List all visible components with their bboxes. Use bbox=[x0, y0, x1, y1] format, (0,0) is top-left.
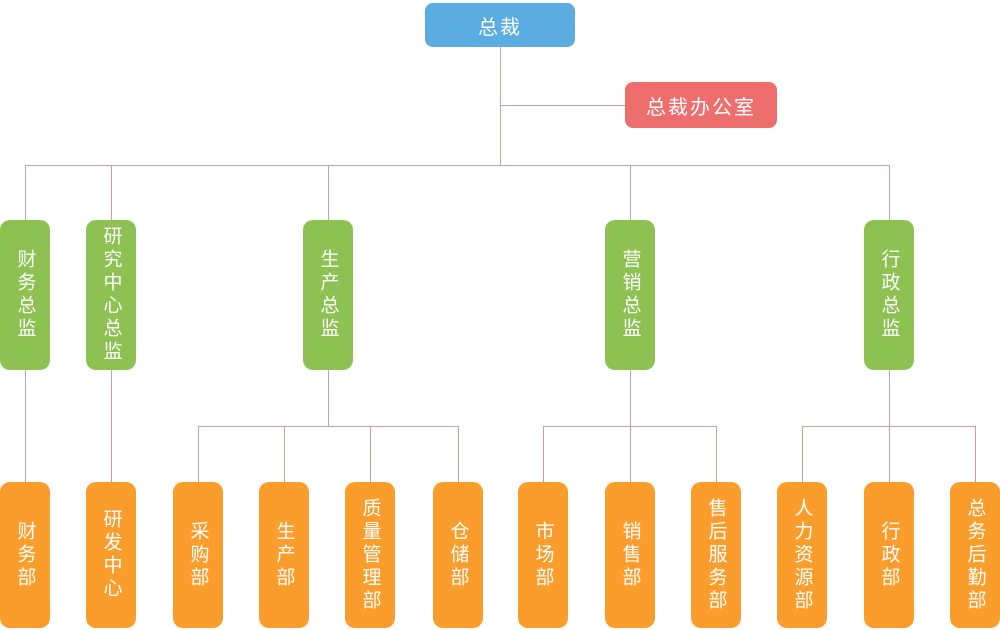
connector-line bbox=[25, 370, 26, 482]
node-department-label: 行政部 bbox=[878, 520, 900, 590]
connector-line bbox=[630, 370, 631, 426]
connector-line bbox=[111, 370, 112, 482]
node-department-label: 生产部 bbox=[273, 520, 295, 590]
node-department: 市场部 bbox=[518, 482, 568, 628]
node-department-label: 采购部 bbox=[187, 520, 209, 590]
connector-line bbox=[889, 165, 890, 220]
connector-line bbox=[889, 426, 890, 482]
node-department: 总务后勤部 bbox=[950, 482, 1000, 628]
connector-line bbox=[198, 426, 199, 482]
node-department-label: 财务部 bbox=[14, 520, 36, 590]
connector-line bbox=[543, 426, 716, 427]
node-director: 营销总监 bbox=[605, 220, 655, 370]
connector-line bbox=[111, 165, 112, 220]
connector-line bbox=[630, 165, 631, 220]
node-director: 研究中心总监 bbox=[86, 220, 136, 370]
connector-line bbox=[458, 426, 459, 482]
connector-line bbox=[802, 426, 803, 482]
connector-line bbox=[198, 426, 458, 427]
node-director: 行政总监 bbox=[864, 220, 914, 370]
connector-line bbox=[500, 47, 501, 165]
connector-line bbox=[630, 426, 631, 482]
node-department: 生产部 bbox=[259, 482, 309, 628]
node-department-label: 研发中心 bbox=[100, 509, 122, 601]
node-director-label: 营销总监 bbox=[619, 249, 641, 341]
node-department: 销售部 bbox=[605, 482, 655, 628]
node-department-label: 售后服务部 bbox=[705, 497, 727, 613]
node-director-label: 行政总监 bbox=[878, 249, 900, 341]
node-department: 研发中心 bbox=[86, 482, 136, 628]
node-director: 财务总监 bbox=[0, 220, 50, 370]
node-president: 总裁 bbox=[425, 3, 575, 47]
connector-line bbox=[975, 426, 976, 482]
node-department-label: 人力资源部 bbox=[791, 497, 813, 613]
connector-line bbox=[25, 165, 889, 166]
node-department: 质量管理部 bbox=[345, 482, 395, 628]
node-director-label: 研究中心总监 bbox=[100, 226, 122, 364]
connector-line bbox=[543, 426, 544, 482]
connector-line bbox=[328, 165, 329, 220]
node-department-label: 仓储部 bbox=[447, 520, 469, 590]
connector-line bbox=[284, 426, 285, 482]
connector-line bbox=[889, 370, 890, 426]
node-department: 行政部 bbox=[864, 482, 914, 628]
node-department: 售后服务部 bbox=[691, 482, 741, 628]
connector-line bbox=[802, 426, 975, 427]
connector-line bbox=[370, 426, 371, 482]
node-director-label: 财务总监 bbox=[14, 249, 36, 341]
president-label: 总裁 bbox=[478, 16, 522, 39]
node-director-label: 生产总监 bbox=[317, 249, 339, 341]
node-department: 人力资源部 bbox=[777, 482, 827, 628]
node-department-label: 销售部 bbox=[619, 520, 641, 590]
node-department-label: 质量管理部 bbox=[359, 497, 381, 613]
node-department: 财务部 bbox=[0, 482, 50, 628]
connector-line bbox=[328, 370, 329, 426]
connector-line bbox=[716, 426, 717, 482]
node-department-label: 市场部 bbox=[532, 520, 554, 590]
node-department-label: 总务后勤部 bbox=[964, 497, 986, 613]
node-department: 采购部 bbox=[173, 482, 223, 628]
connector-line bbox=[25, 165, 26, 220]
node-president-office: 总裁办公室 bbox=[625, 82, 777, 128]
president-office-label: 总裁办公室 bbox=[646, 96, 756, 119]
node-department: 仓储部 bbox=[433, 482, 483, 628]
connector-line bbox=[500, 105, 625, 106]
node-director: 生产总监 bbox=[303, 220, 353, 370]
